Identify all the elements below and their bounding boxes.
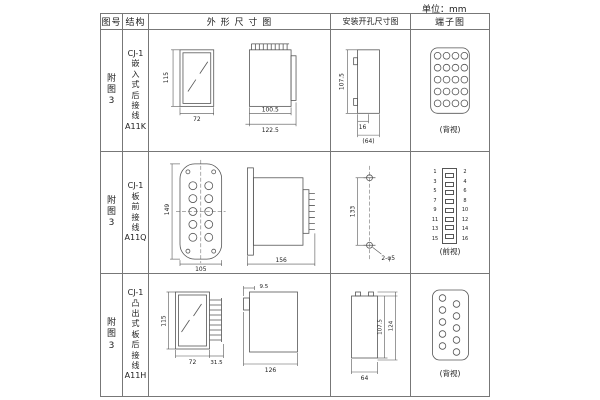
front-view-dimension-lines [171, 49, 215, 116]
dim-body-depth: 126 [265, 367, 277, 374]
row2-outline-cell: 149 105 156 [149, 152, 331, 274]
terminal-block [432, 289, 469, 361]
dim-step: 9.5 [260, 284, 269, 290]
row1-structure-cell: CJ-1 嵌 入 式 后 接 线 A11K [123, 30, 149, 152]
dim-total-depth: 122.5 [262, 127, 279, 134]
row1-outline-cell: 115 72 100.5 122.5 [149, 30, 331, 152]
dim-height: 115 [161, 315, 168, 327]
terminal-slot [445, 199, 454, 205]
centerlines [176, 159, 226, 264]
unit-label: 单位：mm [422, 5, 467, 15]
dim-hole-spacing: 133 [350, 206, 357, 218]
header-terminal: 端子图 [411, 14, 489, 30]
hole-dimension-lines [355, 177, 382, 255]
terminal-slot [445, 207, 454, 213]
dim-outer-height: 124 [389, 320, 395, 331]
side-dimension-lines [247, 233, 316, 267]
side-view [247, 167, 315, 256]
terminal-slot [445, 225, 454, 231]
dim-body-depth: 100.5 [262, 106, 279, 113]
terminal-view-label: (前视) [439, 247, 461, 256]
row2-figure-cell: 附 图 3 [101, 152, 123, 274]
mounting-drawing-a11k: 107.5 16 (64) [339, 49, 380, 145]
row3-figure-cell: 附 图 3 [101, 274, 123, 396]
outline-drawing-a11q: 149 105 156 [164, 159, 316, 273]
terminal-drawing-a11k [430, 47, 470, 114]
terminal-slot [445, 216, 454, 222]
side-view-dimension-lines [245, 102, 297, 127]
header-mounting: 安装开孔尺寸图 [331, 14, 411, 30]
terminal-view-label: (背视) [439, 369, 461, 378]
row1-terminal-cell: (背视) [411, 30, 489, 152]
terminal-slot [445, 172, 454, 178]
dim-width: 72 [189, 359, 197, 366]
header-figure: 图号 [101, 14, 123, 30]
row1-figure-cell: 附 图 3 [101, 30, 123, 152]
dim-depth: 156 [275, 257, 287, 264]
dim-height: 149 [164, 204, 171, 216]
side-view [249, 43, 297, 107]
plate-dimension-lines [170, 163, 222, 267]
terminal-drawing-a11h [432, 289, 469, 361]
row1-mounting-cell: 107.5 16 (64) [331, 30, 411, 152]
header-structure: 结构 [123, 14, 149, 30]
dim-width: 64 [361, 375, 369, 382]
mounting-drawing-a11h: 107.5 124 64 [351, 291, 398, 382]
outline-drawing-a11k: 115 72 100.5 122.5 [163, 43, 297, 134]
terminal-slot [445, 234, 454, 240]
dimension-table: 图号 结构 外 形 尺 寸 图 安装开孔尺寸图 端子图 附 图 3 CJ-1 嵌… [100, 13, 490, 397]
front-view [175, 291, 222, 350]
header-outline: 外 形 尺 寸 图 [149, 14, 331, 30]
front-dimension-lines [166, 291, 224, 358]
dim-width: 105 [195, 266, 207, 273]
dim-cutout-height: 107.5 [339, 73, 346, 90]
dim-cutout-width: (64) [362, 138, 374, 145]
front-view [179, 49, 215, 107]
mounting-drawing-a11q: 133 2-φ5 [350, 165, 395, 262]
terminal-slot [445, 181, 454, 187]
terminal-block [430, 47, 470, 114]
side-view [243, 291, 298, 353]
terminal-slot [445, 190, 454, 196]
row2-structure-cell: CJ-1 板 前 接 线 A11Q [123, 152, 149, 274]
row3-structure-cell: CJ-1 凸 出 式 板 后 接 线 A11H [123, 274, 149, 396]
row3-terminal-cell: (背视) [411, 274, 489, 396]
row2-terminal-cell: 1 3 5 7 9 11 13 15 2 4 6 8 10 12 14 16 (… [411, 152, 489, 274]
row3-mounting-cell: 107.5 124 64 [331, 274, 411, 396]
dim-pin-depth: 31.5 [210, 360, 223, 366]
mounting-dimension-lines [345, 49, 380, 138]
dim-height: 115 [163, 72, 170, 84]
dim-inner-height: 107.5 [378, 319, 384, 335]
terminal-view-label: (背视) [439, 125, 461, 134]
terminal-numbers-right: 2 4 6 8 10 12 14 16 [461, 169, 469, 242]
side-dimension-lines [243, 286, 298, 366]
row3-outline-cell: 115 72 31.5 9.5 126 [149, 274, 331, 396]
mounting-dimension-lines [351, 291, 398, 374]
dim-width: 72 [193, 116, 201, 123]
terminal-strip [442, 168, 457, 244]
outline-drawing-a11h: 115 72 31.5 9.5 126 [161, 284, 298, 374]
terminal-numbers-left: 1 3 5 7 9 11 13 15 [431, 169, 439, 242]
row2-mounting-cell: 133 2-φ5 [331, 152, 411, 274]
cutout-shape [351, 291, 378, 359]
dim-notch: 16 [359, 124, 367, 131]
dim-holes: 2-φ5 [381, 255, 395, 262]
cutout-shape [353, 49, 380, 114]
